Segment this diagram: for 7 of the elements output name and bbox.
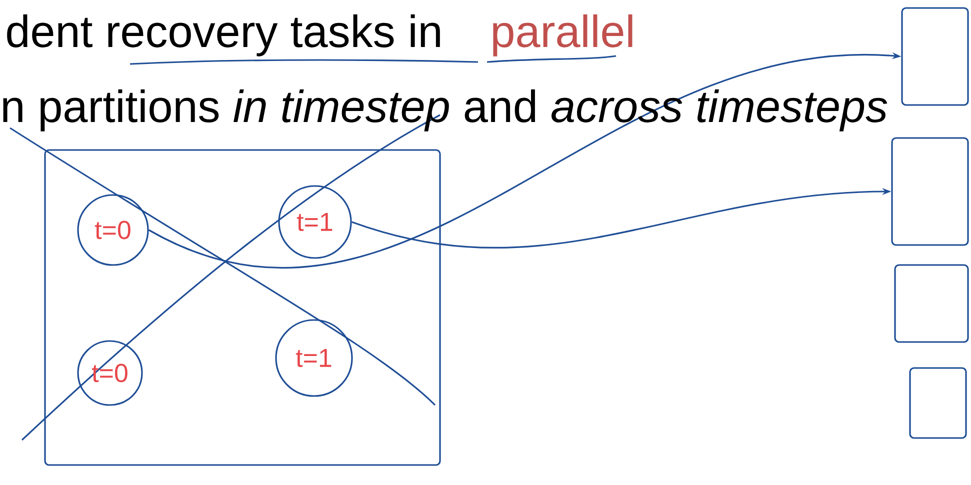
group-box [44,149,441,466]
slide-text: parallel [493,14,632,56]
partition-box [891,137,969,246]
partition-box [909,367,967,439]
partition-box [894,264,969,343]
slide-text: dent recovery tasks in [7,14,440,56]
partition-box [901,7,969,106]
